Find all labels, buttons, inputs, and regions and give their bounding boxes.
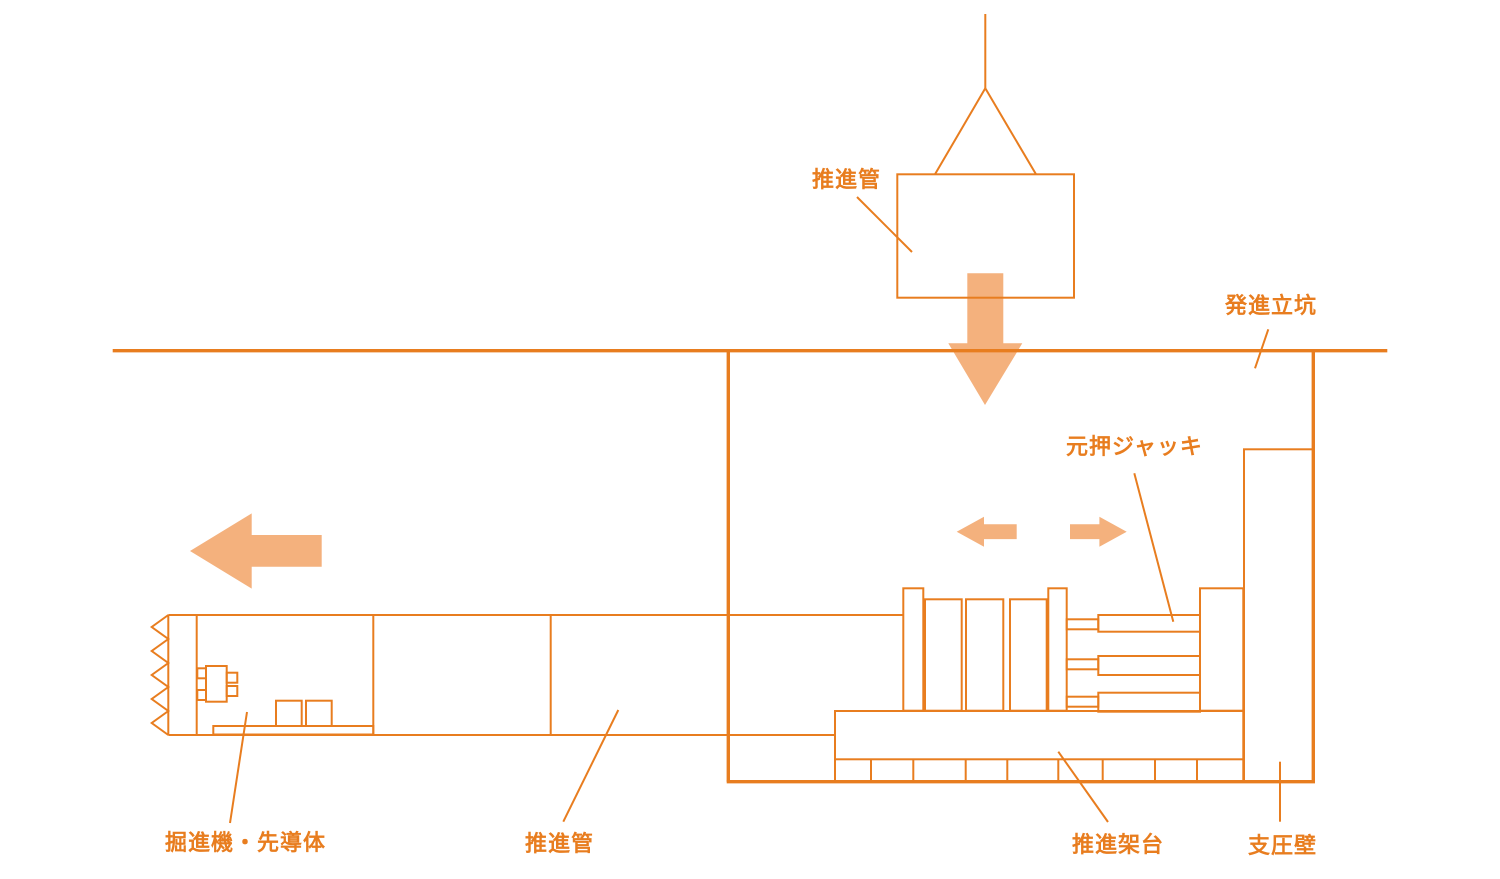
drive-unit-tab-lower [225, 685, 239, 697]
reaction-wall [1243, 448, 1315, 783]
spacer-block-2 [965, 598, 1005, 712]
label-pipe-bottom: 推進管 [525, 831, 595, 856]
press-ring-bar-1 [902, 587, 925, 712]
leader-pipe-top [856, 196, 913, 253]
jack-cylinder-bottom [1097, 691, 1202, 713]
spacer-block-3 [1009, 598, 1048, 712]
jack-rod-middle [1065, 658, 1100, 671]
leader-machine [229, 711, 248, 824]
drive-unit-tab-upper [225, 671, 239, 684]
machine-equipment-box-2 [305, 699, 333, 728]
leader-main-jack [1133, 473, 1175, 622]
advance-left-arrow-icon [190, 513, 322, 589]
drive-unit-mount-upper [196, 667, 208, 680]
lowering-down-arrow-icon [948, 273, 1023, 405]
sling-lines [934, 87, 1037, 175]
main-jack-assembly [902, 587, 1245, 713]
label-machine: 掘進機・先導体 [165, 830, 327, 855]
machine-equipment-box-1 [275, 699, 303, 728]
label-launch-shaft: 発進立坑 [1225, 293, 1318, 318]
platform-legs [834, 759, 1245, 782]
block-arrows [190, 273, 1127, 589]
label-reaction-wall: 支圧壁 [1248, 833, 1318, 858]
jack-thrust-block [1199, 587, 1245, 712]
pipe-string [149, 614, 904, 736]
crane-lowered-pipe [896, 14, 1075, 299]
drive-unit-mount-lower [196, 689, 208, 701]
label-platform: 推進架台 [1072, 832, 1165, 857]
label-main-jack: 元押ジャッキ [1066, 434, 1203, 459]
jack-retract-left-arrow-icon [956, 516, 1017, 547]
platform-deck [834, 710, 1245, 761]
jack-cylinder-top [1097, 614, 1202, 633]
label-pipe-top: 推進管 [812, 167, 882, 192]
leader-lines [229, 196, 1281, 824]
cutter-teeth [149, 614, 171, 736]
leader-pipe-bottom [562, 709, 620, 823]
spacer-block-1 [924, 598, 963, 712]
jacking-platform [834, 710, 1245, 782]
jack-extend-right-arrow-icon [1070, 516, 1127, 547]
jack-cylinder-middle [1097, 655, 1202, 676]
leader-platform [1057, 751, 1109, 823]
machine-drive-unit [196, 665, 239, 703]
jack-rod-top [1065, 618, 1100, 631]
jack-rod-bottom [1065, 695, 1100, 708]
drive-unit-body [205, 665, 228, 703]
press-ring-bar-2 [1047, 587, 1068, 712]
leader-launch-shaft [1254, 328, 1270, 369]
machine-floor-strip [212, 725, 375, 736]
